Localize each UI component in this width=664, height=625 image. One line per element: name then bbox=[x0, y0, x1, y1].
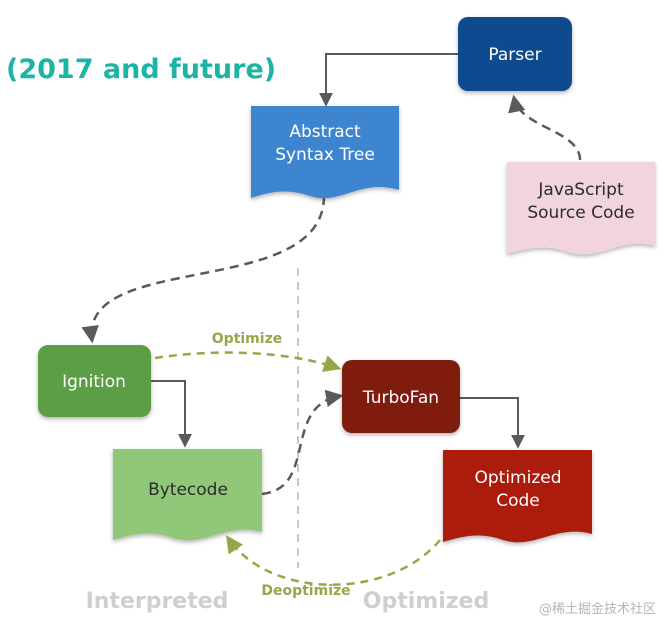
node-optimized-code-label-line-1: Optimized bbox=[474, 468, 561, 488]
node-parser-label: Parser bbox=[488, 45, 541, 65]
edge-bytecode-to-turbofan bbox=[261, 389, 344, 496]
diagram-title: (2017 and future) bbox=[6, 54, 276, 85]
edge-optimize bbox=[154, 351, 342, 372]
node-js-source: JavaScript Source Code bbox=[507, 162, 655, 255]
edge-turbofan-to-optimized bbox=[460, 397, 525, 449]
node-js-source-label-line-1: JavaScript bbox=[537, 180, 624, 200]
node-optimized-code-label-line-2: Code bbox=[496, 491, 540, 511]
node-ast-label-line-1: Abstract bbox=[289, 122, 361, 142]
region-label-interpreted: Interpreted bbox=[86, 589, 229, 614]
edge-parser-to-ast bbox=[319, 53, 458, 107]
edge-deoptimize bbox=[226, 535, 441, 586]
node-turbofan-label: TurboFan bbox=[362, 388, 439, 408]
edge-source-to-parser bbox=[508, 94, 582, 161]
node-ignition-label: Ignition bbox=[62, 372, 126, 392]
edge-label-optimize: Optimize bbox=[212, 331, 282, 347]
node-ignition: Ignition bbox=[38, 345, 151, 417]
node-js-source-label-line-2: Source Code bbox=[527, 203, 634, 223]
node-turbofan: TurboFan bbox=[342, 360, 460, 433]
edge-label-deoptimize: Deoptimize bbox=[261, 583, 350, 599]
edge-ignition-to-bytecode bbox=[150, 380, 192, 448]
node-bytecode-label: Bytecode bbox=[148, 480, 228, 500]
node-optimized-code: Optimized Code bbox=[443, 450, 592, 543]
node-parser: Parser bbox=[458, 17, 572, 91]
node-ast: Abstract Syntax Tree bbox=[251, 106, 399, 199]
node-bytecode: Bytecode bbox=[113, 449, 262, 541]
region-label-optimized: Optimized bbox=[363, 589, 489, 614]
edge-ast-to-ignition bbox=[81, 195, 326, 344]
watermark-text: @稀土掘金技术社区 bbox=[539, 601, 656, 617]
node-ast-label-line-2: Syntax Tree bbox=[275, 145, 375, 165]
